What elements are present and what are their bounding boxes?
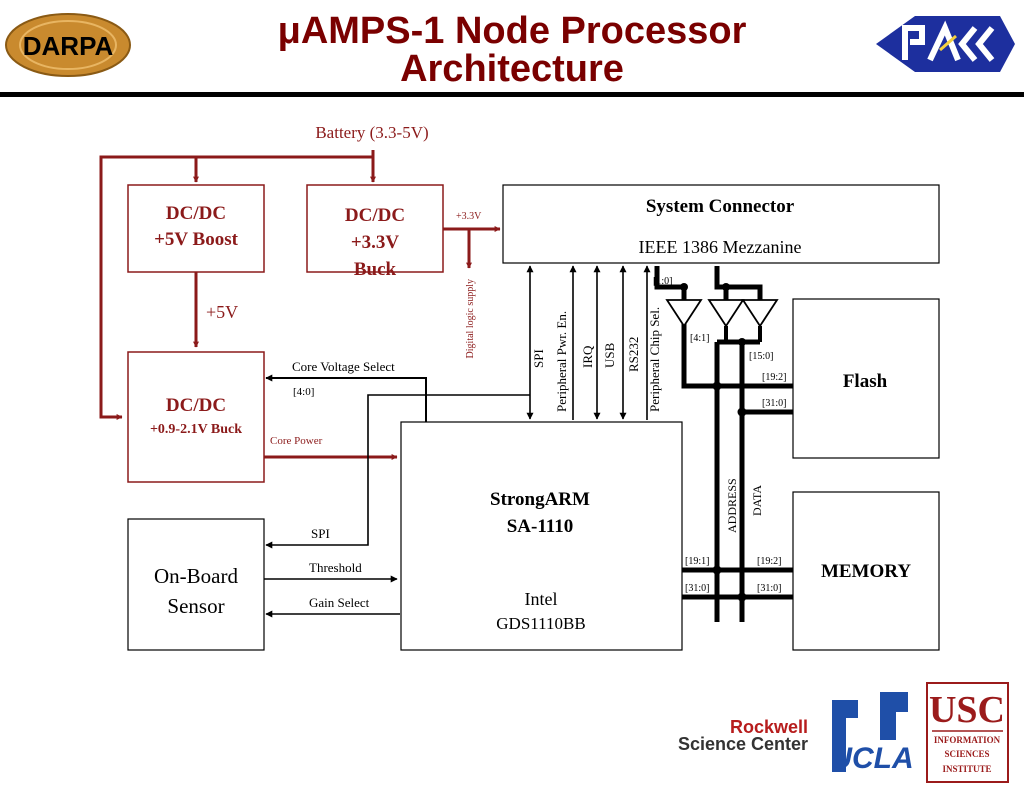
buck33-label-1: DC/DC xyxy=(345,205,405,226)
onboard-sensor-block: On-Board Sensor xyxy=(127,518,265,651)
system-connector-subtitle: IEEE 1386 Mezzanine xyxy=(639,237,802,257)
strongarm-cpu-block: StrongARM SA-1110 Intel GDS1110BB xyxy=(400,421,683,651)
flash-label: Flash xyxy=(843,371,888,392)
sensor-spi-label: SPI xyxy=(311,526,330,541)
buck33-label-2: +3.3V xyxy=(351,232,400,253)
cpu-label-2: SA-1110 xyxy=(507,516,574,537)
dcdc-core-buck-block: DC/DC +0.9-2.1V Buck xyxy=(127,351,265,483)
plus5v-label: +5V xyxy=(206,302,238,322)
signal-spi: SPI xyxy=(531,349,546,368)
memory-label: MEMORY xyxy=(821,561,911,582)
bits-19-1: [19:1] xyxy=(685,556,709,567)
bits-15-0: [15:0] xyxy=(749,351,773,362)
rockwell-text-2: Science Center xyxy=(678,734,808,754)
title-line-2: Architecture xyxy=(400,48,624,90)
usc-isi-logo: USC INFORMATION SCIENCES INSTITUTE xyxy=(926,682,1009,783)
plus33v-label: +3.3V xyxy=(456,211,482,222)
core-voltage-select-label: Core Voltage Select xyxy=(292,359,395,374)
ucla-logo: UCLA xyxy=(830,692,914,775)
bits-19-2-mem: [19:2] xyxy=(757,556,781,567)
page-title: μAMPS-1 Node Processor Architecture xyxy=(0,12,1024,88)
bits-4-0-label: [4:0] xyxy=(293,386,314,398)
bits-31-0-flash: [31:0] xyxy=(762,398,786,409)
darpa-logo: DARPA xyxy=(5,13,131,77)
cpu-label-4: GDS1110BB xyxy=(496,614,585,633)
title-divider xyxy=(0,92,1024,97)
core-buck-label-1: DC/DC xyxy=(166,395,226,416)
buck33-label-3: Buck xyxy=(354,259,397,280)
isi-text-3: INSTITUTE xyxy=(942,764,991,774)
ucla-text: UCLA xyxy=(830,742,913,775)
boost-label-2: +5V Boost xyxy=(154,229,239,250)
signal-usb: USB xyxy=(602,342,617,368)
dcdc-boost-block: DC/DC +5V Boost xyxy=(127,184,265,273)
title-line-1: μAMPS-1 Node Processor xyxy=(277,10,747,52)
bits-4-1: [4:1] xyxy=(690,333,709,344)
bits-19-2-flash: [19:2] xyxy=(762,372,786,383)
bits-31-0-cpu: [31:0] xyxy=(685,583,709,594)
isi-text-1: INFORMATION xyxy=(934,735,1001,745)
signal-rs232: RS232 xyxy=(626,337,641,372)
sensor-label-2: Sensor xyxy=(167,594,224,618)
darpa-logo-text: DARPA xyxy=(23,31,114,61)
signal-peripheral-pwr: Peripheral Pwr. En. xyxy=(554,311,569,412)
flash-block: Flash xyxy=(792,298,940,459)
sensor-spi-line xyxy=(265,394,530,549)
core-buck-label-2: +0.9-2.1V Buck xyxy=(150,422,242,437)
system-connector-block: System Connector IEEE 1386 Mezzanine xyxy=(502,184,940,264)
dcdc-33v-buck-block: DC/DC +3.3V Buck xyxy=(306,184,444,280)
usc-text: USC xyxy=(929,689,1005,731)
rockwell-text-1: Rockwell xyxy=(730,717,808,737)
battery-label: Battery (3.3-5V) xyxy=(315,123,428,142)
cpu-label-1: StrongARM xyxy=(490,489,590,510)
address-bus-label: ADDRESS xyxy=(725,478,739,533)
memory-block: MEMORY xyxy=(792,491,940,651)
signal-irq: IRQ xyxy=(580,345,595,368)
bits-31-0-mem: [31:0] xyxy=(757,583,781,594)
cpu-label-3: Intel xyxy=(525,589,558,609)
core-power-label: Core Power xyxy=(270,435,323,447)
data-bus-label: DATA xyxy=(750,485,764,516)
gain-select-label: Gain Select xyxy=(309,595,370,610)
system-connector-title: System Connector xyxy=(646,196,795,217)
isi-text-2: SCIENCES xyxy=(944,749,989,759)
signal-peripheral-chip-sel: Peripheral Chip Sel. xyxy=(647,307,662,412)
bits-1-0: [1:0] xyxy=(653,276,672,287)
boost-label-1: DC/DC xyxy=(166,203,226,224)
pacc-logo xyxy=(876,16,1015,72)
threshold-label: Threshold xyxy=(309,560,362,575)
bus-lines xyxy=(654,266,793,622)
sensor-label-1: On-Board xyxy=(154,564,238,588)
rockwell-logo: Rockwell Science Center xyxy=(678,717,808,754)
core-voltage-select-line xyxy=(265,374,427,422)
battery-feed-line xyxy=(99,150,375,420)
digital-logic-label: Digital logic supply xyxy=(465,279,476,358)
